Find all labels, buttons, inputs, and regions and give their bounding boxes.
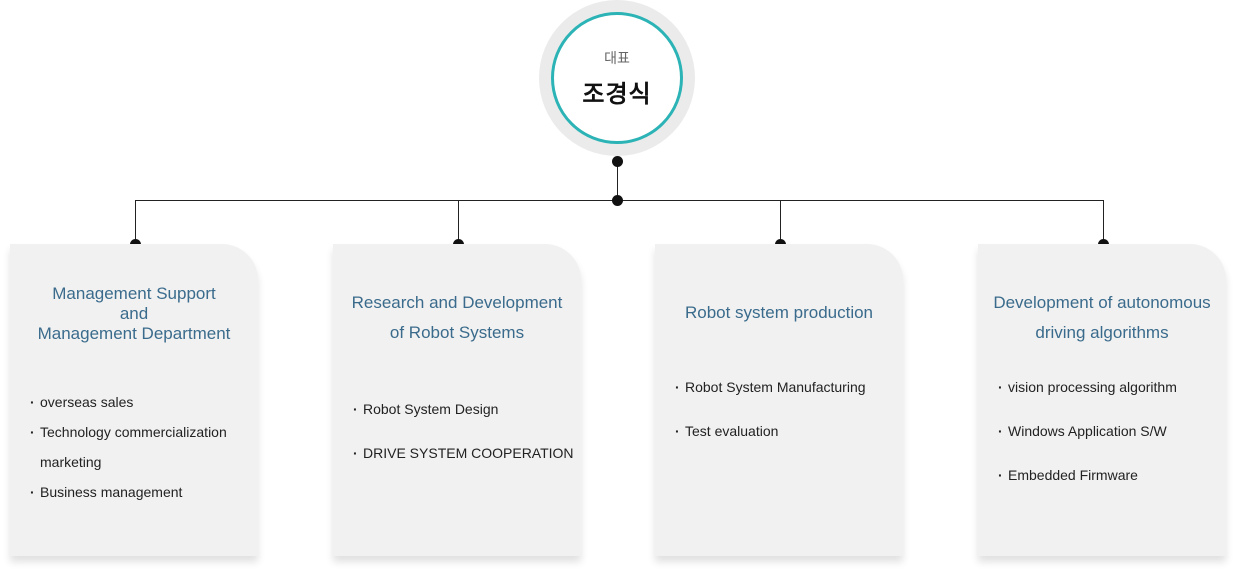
department-duties: Robot System Manufacturing Test evaluati…	[675, 365, 897, 453]
list-item: vision processing algorithm	[998, 365, 1220, 409]
list-item: overseas sales	[30, 387, 252, 417]
connector-dot-ceo	[612, 156, 623, 167]
ceo-name: 조경식	[582, 79, 652, 108]
list-item: Embedded Firmware	[998, 453, 1220, 497]
list-item: Business management	[30, 477, 252, 507]
department-title: Development of autonomous driving algori…	[993, 293, 1211, 342]
department-duties: Robot System Design DRIVE SYSTEM COOPERA…	[353, 387, 575, 475]
department-card-management: Management Support and Management Depart…	[10, 244, 258, 556]
department-card-research: Research and Development of Robot System…	[333, 244, 581, 556]
department-card-autonomous: Development of autonomous driving algori…	[978, 244, 1226, 556]
department-duties: vision processing algorithm Windows Appl…	[998, 365, 1220, 497]
connector-vertical-dept-4	[1103, 200, 1104, 245]
list-item: DRIVE SYSTEM COOPERATION	[353, 431, 575, 475]
connector-vertical-ceo	[617, 161, 618, 201]
department-duties: overseas sales Technology commercializat…	[30, 387, 252, 507]
connector-dot-junction	[612, 195, 623, 206]
connector-vertical-dept-2	[458, 200, 459, 245]
list-item: Technology commercialization marketing	[30, 417, 252, 477]
connector-vertical-dept-3	[780, 200, 781, 245]
ceo-role: 대표	[604, 50, 630, 67]
list-item: Test evaluation	[675, 409, 897, 453]
list-item: Windows Application S/W	[998, 409, 1220, 453]
list-item: Robot System Design	[353, 387, 575, 431]
department-card-production: Robot system production Robot System Man…	[655, 244, 903, 556]
department-title: Management Support and Management Depart…	[37, 284, 231, 343]
connector-vertical-dept-1	[135, 200, 136, 245]
department-title: Robot system production	[684, 303, 874, 322]
list-item: Robot System Manufacturing	[675, 365, 897, 409]
ceo-node: 대표 조경식	[551, 12, 683, 144]
department-title: Research and Development of Robot System…	[351, 293, 563, 342]
